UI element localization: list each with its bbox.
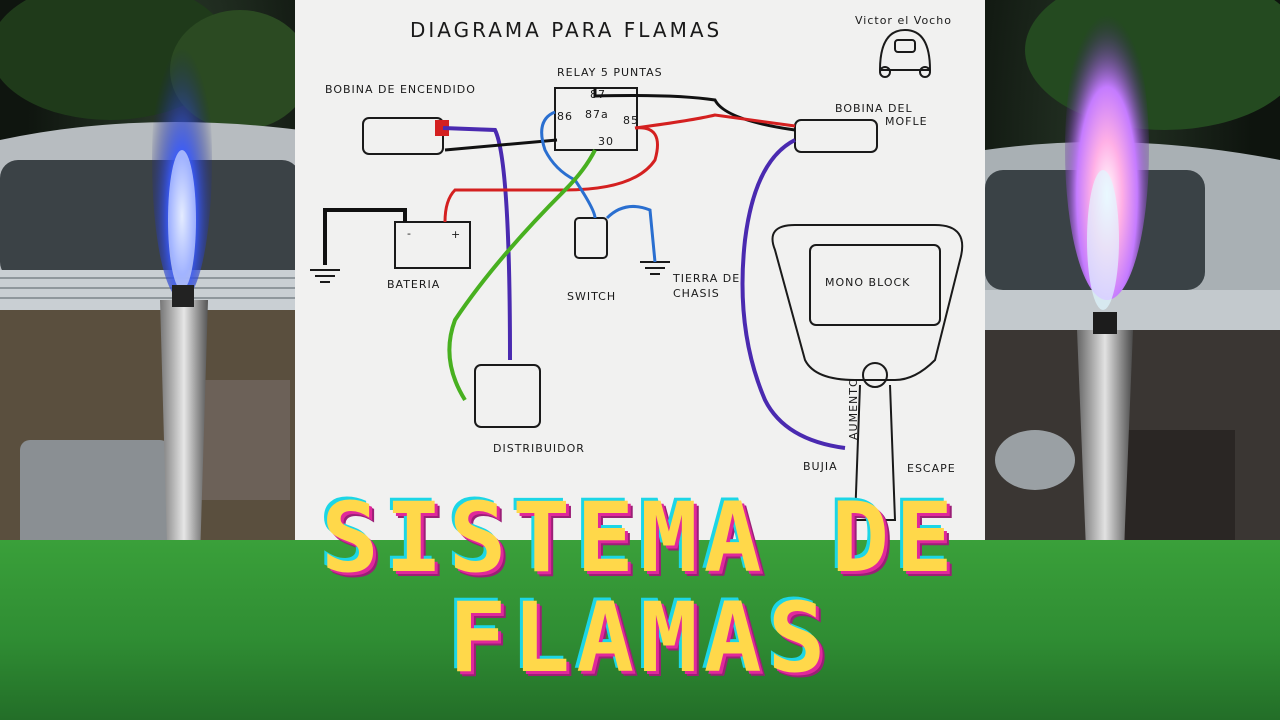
chassis-ground-label-2: CHASIS [673, 287, 720, 300]
wire-blue-relay-switch [540, 110, 597, 219]
spark-plug-label: BUJIA [803, 460, 838, 473]
ignition-coil [362, 117, 444, 155]
battery-ground-symbol [310, 269, 340, 283]
relay-pin-85: 85 [623, 114, 639, 127]
foliage [1025, 0, 1280, 130]
battery-label: BATERIA [387, 278, 440, 291]
muffler-coil-label-1: BOBINA DEL [835, 102, 913, 115]
left-flame-photo [0, 0, 300, 720]
switch [574, 217, 608, 259]
ignition-coil-label: BOBINA DE ENCENDIDO [325, 83, 476, 96]
battery-minus: - [407, 227, 412, 240]
battery [394, 221, 471, 269]
wire-green-relay-distributor [447, 149, 597, 402]
muffler-coil-label-2: MOFLE [885, 115, 928, 128]
chassis-ground-label-1: TIERRA DE [672, 272, 740, 285]
title-line-1: SISTEMA DE [321, 482, 959, 594]
battery-plus: + [451, 228, 461, 241]
relay-pin-87a: 87a [585, 108, 609, 121]
pink-flame [1065, 0, 1149, 300]
wire-red-relay-muffler [634, 113, 796, 130]
relay-pin-86: 86 [557, 110, 573, 123]
wiring-diagram: DIAGRAMA PARA FLAMAS Victor el Vocho REL… [295, 0, 985, 540]
engine-exhaust-drawing [771, 224, 964, 521]
relay-label: RELAY 5 PUNTAS [557, 66, 663, 79]
switch-label: SWITCH [567, 290, 616, 303]
green-car-body-band [0, 540, 1280, 720]
wire-black-battery-ground [323, 208, 407, 265]
wire-red-battery-relay [443, 126, 659, 223]
relay-pin-30: 30 [598, 135, 614, 148]
chassis-ground-symbol [640, 261, 670, 275]
diagram-heading: DIAGRAMA PARA FLAMAS [410, 18, 722, 42]
wire-purple-muffler-sparkplug [740, 138, 846, 450]
engine-block-label: MONO BLOCK [825, 276, 910, 289]
muffler-coil [794, 119, 878, 153]
distributor [474, 364, 541, 428]
author-signature: Victor el Vocho [855, 14, 952, 27]
extension-label: AUMENTO [847, 377, 860, 440]
wire-blue-switch-ground [605, 204, 657, 263]
title-line-2: FLAMAS [448, 582, 832, 694]
exhaust-label: ESCAPE [907, 462, 956, 475]
wire-black-relay-muffler [593, 88, 796, 132]
right-flame-illustration [985, 0, 1280, 720]
distributor-label: DISTRIBUIDOR [493, 442, 585, 455]
wire-black-coil-relay [444, 138, 558, 152]
wire-purple-coil-distributor [442, 126, 512, 361]
beetle-car-icon [878, 28, 932, 78]
wiring-diagram-svg: DIAGRAMA PARA FLAMAS Victor el Vocho REL… [310, 14, 964, 521]
